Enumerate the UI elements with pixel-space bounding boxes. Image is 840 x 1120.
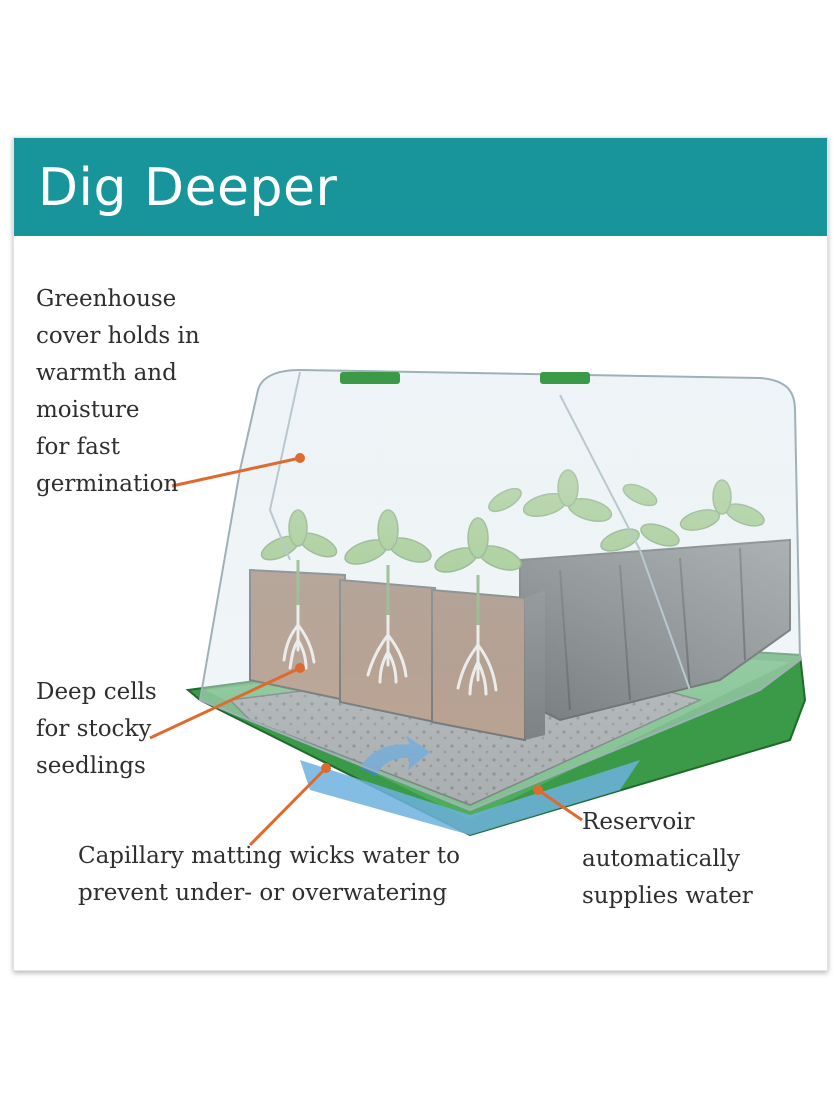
cover-leader (171, 456, 301, 488)
capillary-matting-callout: Capillary matting wicks water to prevent… (78, 843, 460, 906)
deep-cells-callout: Deep cells for stocky seedlings (36, 679, 157, 779)
reservoir-leader (537, 788, 583, 822)
greenhouse-cover-callout: Greenhouse cover holds in warmth and moi… (36, 286, 200, 497)
cells-leader (149, 666, 301, 740)
header-title: Dig Deeper (38, 158, 338, 218)
matting-leader (248, 766, 328, 847)
header-banner: Dig Deeper (14, 138, 827, 236)
leader-lines (149, 453, 583, 847)
greenhouse-dome (198, 368, 802, 812)
reservoir-callout: Reservoir automatically supplies water (582, 809, 753, 909)
